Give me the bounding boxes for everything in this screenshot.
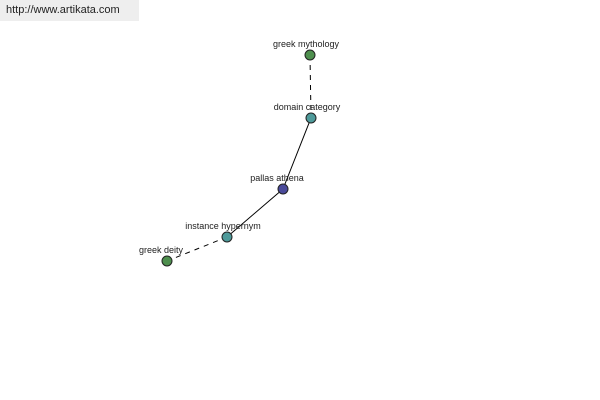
edge-greek-mythology-domain-category [309, 54, 312, 119]
node-dot-pallas-athena[interactable] [277, 183, 289, 195]
node-label-greek-deity: greek deity [139, 245, 184, 255]
edge-domain-category-pallas-athena [282, 117, 312, 190]
node-dot-instance-hypernym[interactable] [221, 231, 233, 243]
node-label-instance-hypernym: instance hypernym [185, 221, 261, 231]
edge-instance-hypernym-greek-deity [166, 236, 228, 262]
node-layer: greek mythology domain category pallas a… [139, 39, 341, 267]
node-greek-deity[interactable]: greek deity [139, 245, 184, 267]
edge-layer [166, 54, 312, 262]
node-dot-domain-category[interactable] [305, 112, 317, 124]
node-dot-greek-mythology[interactable] [304, 49, 316, 61]
node-domain-category[interactable]: domain category [274, 102, 341, 124]
node-pallas-athena[interactable]: pallas athena [250, 173, 304, 195]
site-url-banner[interactable]: http://www.artikata.com [0, 0, 139, 21]
node-dot-greek-deity[interactable] [161, 255, 173, 267]
node-label-domain-category: domain category [274, 102, 341, 112]
node-instance-hypernym[interactable]: instance hypernym [185, 221, 261, 243]
node-greek-mythology[interactable]: greek mythology [273, 39, 340, 61]
node-label-greek-mythology: greek mythology [273, 39, 340, 49]
node-label-pallas-athena: pallas athena [250, 173, 304, 183]
edge-pallas-athena-instance-hypernym [226, 188, 284, 238]
